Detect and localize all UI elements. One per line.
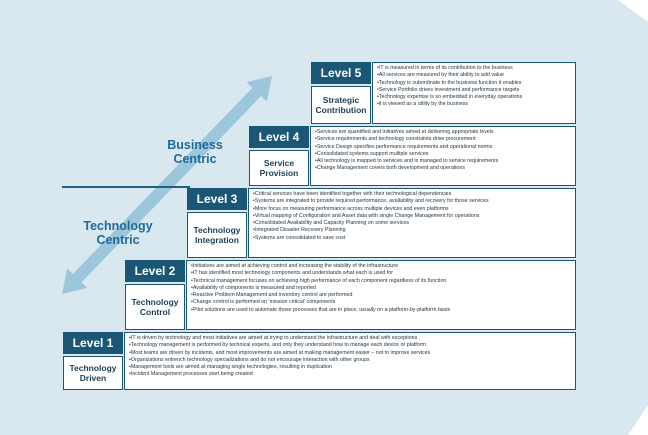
bullet-item: Service Design specifies performance req… xyxy=(315,144,571,151)
bullet-item: Consolidated Availability and Capacity P… xyxy=(253,220,571,227)
arrow-shape xyxy=(62,76,272,294)
level-3-label: Level 3 xyxy=(187,188,247,210)
bullet-item: Integrated Disaster Recovery Planning xyxy=(253,227,571,234)
bullet-item: Technology management is performed by te… xyxy=(129,342,571,349)
bullet-item: Organizations entrench technology specia… xyxy=(129,357,571,364)
bullet-item: IT is measured in terms of its contribut… xyxy=(377,65,571,72)
bullet-item: it is viewed as a utility by the busines… xyxy=(377,101,571,108)
bullet-item: IT has identified most technology compon… xyxy=(191,270,571,277)
bullet-item: Systems are consolidated to save cost xyxy=(253,235,571,242)
level-5-description: IT is measured in terms of its contribut… xyxy=(372,62,576,124)
bullet-item: Virtual mapping of Configuration and Ass… xyxy=(253,213,571,220)
level-4-description: Services are quantified and initiatives … xyxy=(310,126,576,186)
bullet-item: Systems are integrated to provide requir… xyxy=(253,198,571,205)
bullet-item: All services are measured by their abili… xyxy=(377,72,571,79)
bullet-item: Consolidated systems support multiple se… xyxy=(315,151,571,158)
level-2-description: Initiatives are aimed at achieving contr… xyxy=(186,260,576,330)
bullet-item: Most teams are driven by incidents, and … xyxy=(129,350,571,357)
level-4-label: Level 4 xyxy=(249,126,309,148)
bullet-item: More focus on measuring performance acro… xyxy=(253,206,571,213)
level-2-label: Level 2 xyxy=(125,260,185,282)
bullet-item: Services are quantified and initiatives … xyxy=(315,129,571,136)
bullet-item: Technology expertise is so embedded in e… xyxy=(377,94,571,101)
bullet-item: Service requirements and technology cons… xyxy=(315,136,571,143)
bullet-item: Technical management focuses on achievin… xyxy=(191,278,571,285)
bullet-item: IT is driven by technology and most init… xyxy=(129,335,571,342)
bullet-item: Critical services have been identified t… xyxy=(253,191,571,198)
bullet-item: Service Portfolio drives investment and … xyxy=(377,87,571,94)
bullet-item: Initiatives are aimed at achieving contr… xyxy=(191,263,571,270)
level-5-label: Level 5 xyxy=(311,62,371,84)
bullet-item: Reactive Problem Management and inventor… xyxy=(191,292,571,299)
level-1-label: Level 1 xyxy=(63,332,123,354)
separator-line xyxy=(62,186,190,188)
bullet-item: Change Management covers both developmen… xyxy=(315,165,571,172)
bullet-item: Availability of components is measured a… xyxy=(191,285,571,292)
level-1-description: IT is driven by technology and most init… xyxy=(124,332,576,390)
bullet-item: Pilot solutions are used to automate tho… xyxy=(191,307,571,314)
bullet-item: Incident Management processes start bein… xyxy=(129,371,571,378)
bullet-item: Management tools are aimed at managing s… xyxy=(129,364,571,371)
bullet-item: Change control is performed on 'mission … xyxy=(191,299,571,306)
bullet-item: All technology is mapped to services and… xyxy=(315,158,571,165)
level-3-description: Critical services have been identified t… xyxy=(248,188,576,258)
bullet-item: Technology is subordinate to the busines… xyxy=(377,80,571,87)
